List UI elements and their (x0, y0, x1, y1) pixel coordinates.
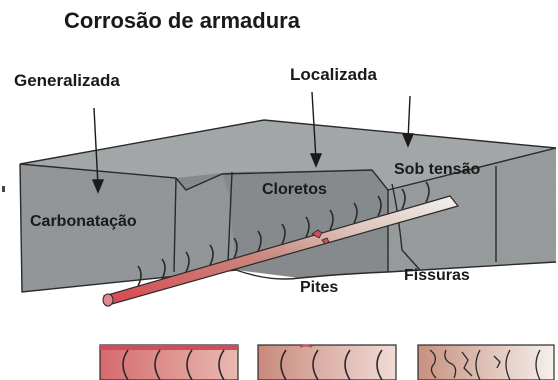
label-fissuras: Fissuras (404, 267, 470, 284)
label-carbonatacao: Carbonatação (30, 213, 137, 230)
label-cloretos: Cloretos (262, 181, 327, 198)
sample-generalizada (100, 345, 238, 380)
diagram-title: Corrosão de armadura (64, 8, 301, 33)
sample-localizada (258, 345, 396, 380)
edge-mark (2, 186, 5, 192)
label-localizada: Localizada (290, 65, 377, 84)
label-sob-tensao: Sob tensão (394, 161, 480, 178)
label-pites: Pites (300, 279, 338, 296)
label-generalizada: Generalizada (14, 71, 120, 90)
sample-sob-tensao (418, 345, 554, 380)
